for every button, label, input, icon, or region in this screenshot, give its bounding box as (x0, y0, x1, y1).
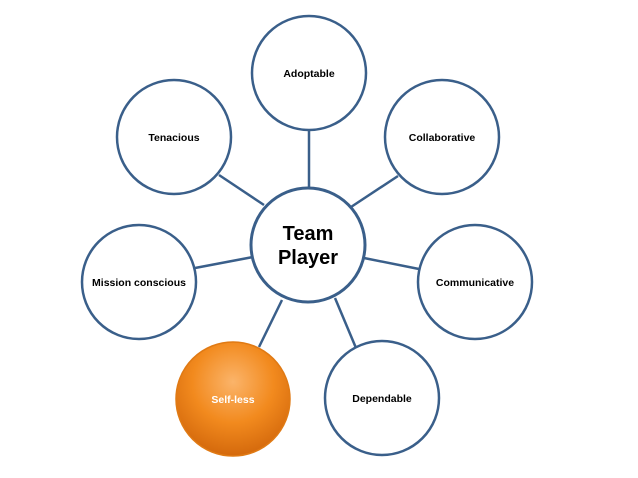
node-label-tenacious: Tenacious (148, 132, 199, 144)
node-label-collaborative: Collaborative (409, 132, 476, 144)
node-circle (323, 339, 441, 457)
node-communicative: Communicative (416, 223, 534, 341)
node-circle (383, 78, 501, 196)
connector-communicative (363, 256, 420, 271)
center-label-line1: Team (283, 223, 334, 245)
node-label-communicative: Communicative (436, 277, 514, 289)
center-label-line2: Player (278, 247, 338, 269)
node-label-selfless: Self-less (211, 394, 254, 406)
node-dependable: Dependable (323, 339, 441, 457)
node-circle (115, 78, 233, 196)
connector-selfless (257, 299, 284, 348)
connector-collaborative (350, 174, 399, 209)
node-selfless: Self-less (175, 341, 291, 457)
node-mission-conscious: Mission conscious (80, 223, 198, 341)
node-tenacious: Tenacious (115, 78, 233, 196)
node-circle (80, 223, 198, 341)
center-node: Team Player (249, 186, 367, 304)
node-adoptable: Adoptable (250, 14, 368, 132)
node-label-dependable: Dependable (352, 393, 412, 405)
connector-mission (194, 255, 254, 270)
connectors (194, 129, 420, 349)
node-collaborative: Collaborative (383, 78, 501, 196)
center-circle (249, 186, 367, 304)
connector-dependable (333, 297, 358, 349)
node-circle-highlighted (175, 341, 291, 457)
connector-tenacious (218, 173, 265, 207)
node-label-mission-conscious: Mission conscious (92, 277, 186, 289)
node-circle (250, 14, 368, 132)
node-label-adoptable: Adoptable (283, 68, 334, 80)
node-circle (416, 223, 534, 341)
